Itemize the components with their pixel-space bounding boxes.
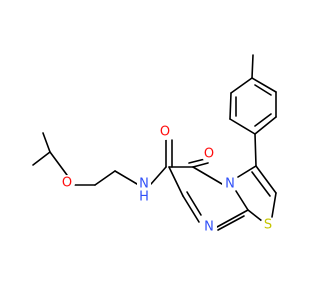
- amide-nitrogen-label: N H: [137, 174, 151, 205]
- thiazole-sulfur: S: [264, 218, 272, 233]
- ether-oxygen-label: O: [59, 175, 75, 191]
- amide-nitrogen: N: [139, 177, 149, 192]
- bond-13: [168, 166, 184, 197]
- pyrimidine-nitrogen-label: N: [201, 219, 217, 235]
- ketone-oxygen-label: O: [201, 146, 217, 162]
- bond-20: [251, 171, 271, 197]
- pyrimidine-nitrogen: N: [204, 220, 214, 235]
- bond-22: [247, 209, 263, 222]
- amide-hydrogen: H: [139, 190, 149, 205]
- amide-oxygen-label: O: [157, 124, 173, 140]
- bond-23: [217, 215, 245, 231]
- bond-26: [229, 92, 232, 120]
- bond-30: [254, 116, 277, 135]
- bond-15: [186, 191, 202, 216]
- bond-5: [114, 170, 138, 185]
- bond-1: [42, 132, 51, 153]
- bond-28: [251, 77, 277, 93]
- bridge-nitrogen-label: N: [222, 176, 238, 192]
- bond-6: [150, 166, 167, 185]
- bond-32: [254, 84, 272, 96]
- bond-17: [235, 190, 249, 211]
- ketone-oxygen: O: [204, 147, 214, 162]
- bond-27: [230, 77, 253, 94]
- bond-14: [182, 195, 200, 223]
- bond-34: [251, 54, 254, 79]
- amide-oxygen: O: [160, 125, 170, 140]
- bond-19: [255, 165, 277, 194]
- bond-21: [271, 192, 277, 218]
- atom-labels-layer: O N H O O N N: [59, 124, 276, 235]
- bond-18: [237, 165, 257, 178]
- molecule-diagram: O N H O O N N: [32, 54, 277, 235]
- bond-12: [192, 166, 223, 185]
- ether-oxygen: O: [62, 176, 72, 191]
- bridge-nitrogen: N: [225, 177, 235, 192]
- bond-2: [49, 151, 68, 176]
- bond-24: [254, 133, 257, 167]
- bond-4: [94, 170, 116, 186]
- bond-0: [32, 151, 51, 166]
- bond-11: [192, 162, 209, 168]
- structure-svg: O N H O O N N: [32, 54, 277, 235]
- bonds-layer: [32, 54, 277, 231]
- bond-25: [229, 118, 256, 135]
- thiazole-sulfur-label: S: [260, 217, 276, 233]
- bond-10: [188, 158, 206, 164]
- bond-33: [254, 113, 272, 127]
- bond-16: [216, 209, 249, 228]
